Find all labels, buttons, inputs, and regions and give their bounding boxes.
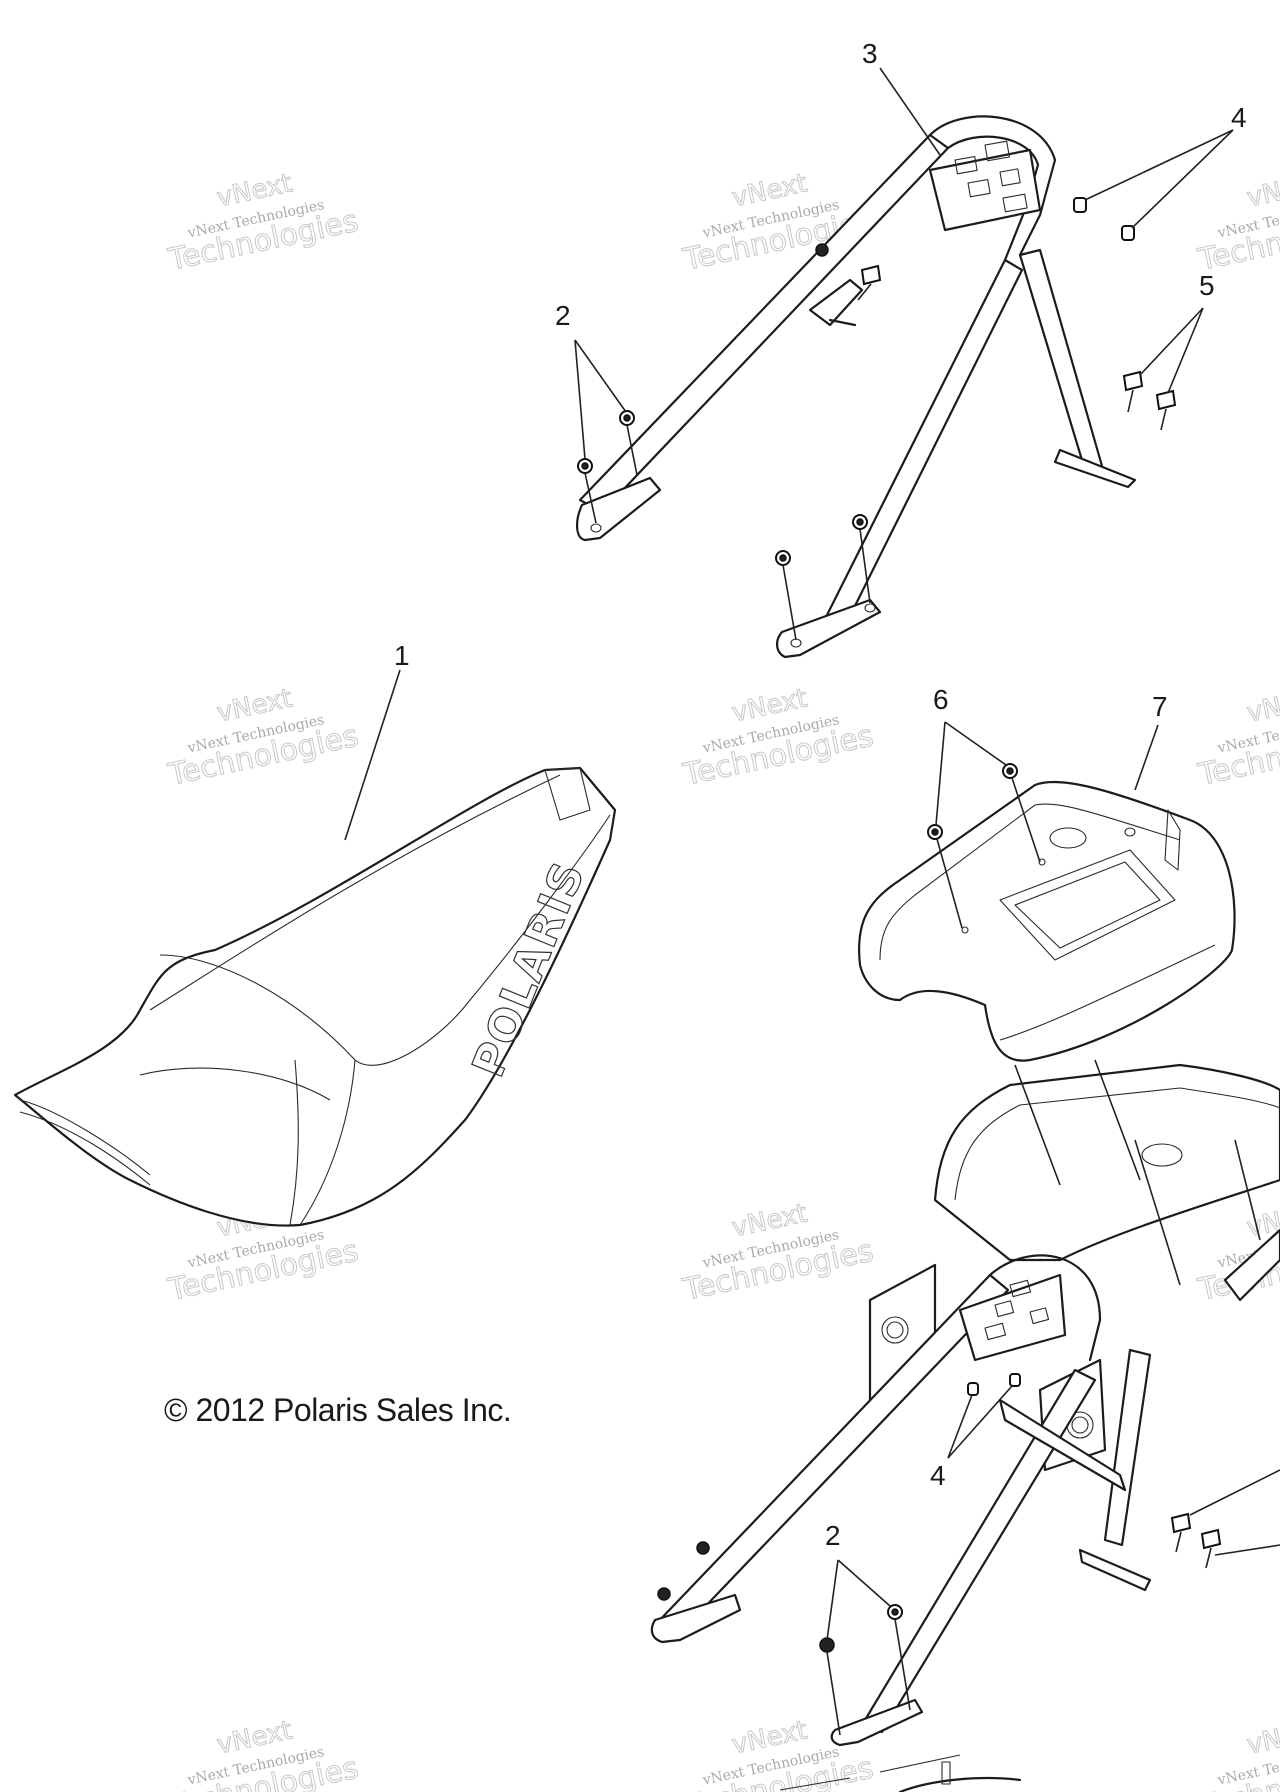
copyright-notice: © 2012 Polaris Sales Inc. — [164, 1392, 512, 1428]
nut-2 — [577, 458, 593, 474]
bolt — [1170, 1512, 1192, 1553]
seat-part-1: POLARIS — [13, 766, 617, 1227]
bolt-5 — [1155, 389, 1177, 431]
nut — [696, 1541, 710, 1555]
nut-2 — [819, 1637, 835, 1653]
leader-lines — [344, 67, 1280, 1641]
nut-2 — [619, 410, 635, 426]
rear-frame-assembly — [650, 1063, 1280, 1792]
nut — [657, 1587, 671, 1601]
grab-bar-part-3 — [576, 115, 1137, 659]
nut-6 — [1002, 763, 1018, 779]
callout-2: 2 — [555, 300, 571, 331]
callout-4: 4 — [1231, 102, 1247, 133]
bolt — [1200, 1528, 1222, 1569]
callout-4: 4 — [930, 1460, 946, 1491]
watermark: vNext vNext Technologies Technologies — [679, 683, 877, 794]
nut — [852, 514, 868, 530]
callout-6: 6 — [933, 684, 949, 715]
hardware — [577, 197, 1261, 1736]
svg-text:vNext: vNext — [1244, 683, 1280, 728]
watermark: vNext vNext Technologies Technologies — [1194, 1715, 1280, 1792]
watermark: vNext vNext Technologies Technologies — [679, 1198, 877, 1309]
nut-6 — [927, 824, 943, 840]
storage-tray-part-7 — [858, 780, 1236, 1062]
bolt — [857, 264, 882, 301]
screw-4 — [1121, 225, 1135, 241]
watermark: vNext vNext Technologies Technologies — [164, 1715, 362, 1792]
callouts: 3 4 5 2 1 6 7 4 2 — [394, 38, 1247, 1551]
watermark: vNext vNext Technologies Technologies — [164, 168, 362, 279]
callout-3: 3 — [862, 38, 878, 69]
callout-1: 1 — [394, 640, 410, 671]
watermark: vNext vNext Technologies Technologies — [679, 168, 877, 279]
nut — [775, 550, 791, 566]
bolt-5 — [1122, 370, 1144, 413]
callout-2: 2 — [825, 1520, 841, 1551]
svg-text:vNext: vNext — [1244, 1715, 1280, 1760]
nut — [815, 243, 829, 257]
watermark: vNext vNext Technologies Technologies — [164, 683, 362, 794]
callout-5: 5 — [1199, 270, 1215, 301]
watermark: vNext vNext Technologies Technologies — [1194, 683, 1280, 794]
nut-2 — [887, 1604, 903, 1620]
watermark: vNext vNext Technologies Technologies — [1194, 168, 1280, 279]
screw-4 — [967, 1382, 979, 1396]
screw-4 — [1009, 1373, 1021, 1387]
callout-7: 7 — [1152, 691, 1168, 722]
svg-text:vNext: vNext — [1244, 168, 1280, 213]
screw-4 — [1073, 197, 1087, 213]
